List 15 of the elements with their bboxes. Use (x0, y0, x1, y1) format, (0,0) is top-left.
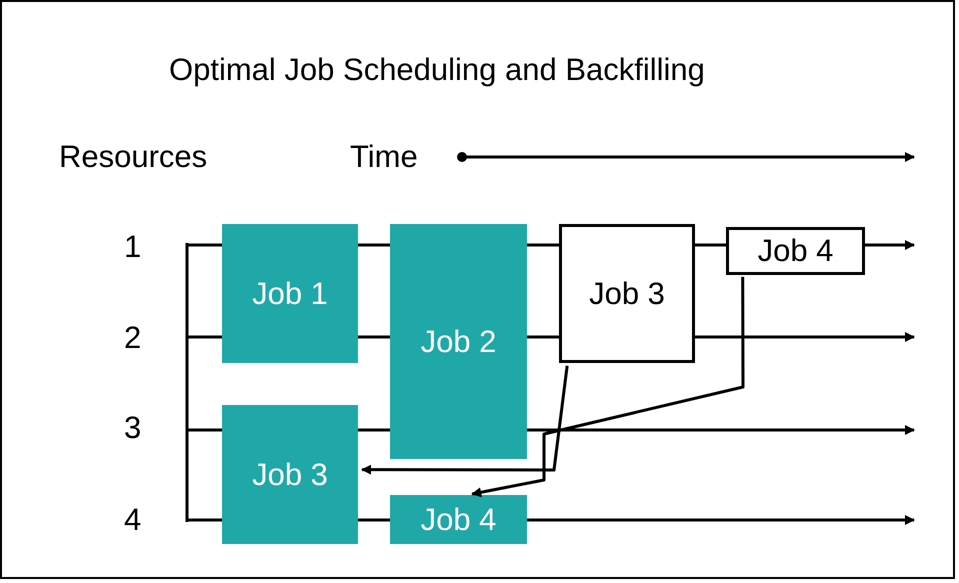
row-number: 4 (124, 502, 142, 538)
job-block: Job 2 (390, 224, 527, 459)
row-number: 2 (124, 320, 142, 356)
arrow (361, 366, 569, 475)
axis-label: Time (350, 139, 418, 175)
job-block: Job 3 (222, 405, 358, 544)
row-number: 1 (124, 229, 142, 265)
job-box: Job 4 (726, 227, 865, 275)
diagram-title: Optimal Job Scheduling and Backfilling (169, 52, 705, 88)
row-number: 3 (124, 410, 142, 446)
job-box: Job 3 (559, 224, 695, 363)
job-block: Job 4 (390, 495, 527, 544)
axis-label: Resources (59, 139, 208, 175)
job-block: Job 1 (222, 224, 358, 363)
arrow (471, 276, 744, 498)
